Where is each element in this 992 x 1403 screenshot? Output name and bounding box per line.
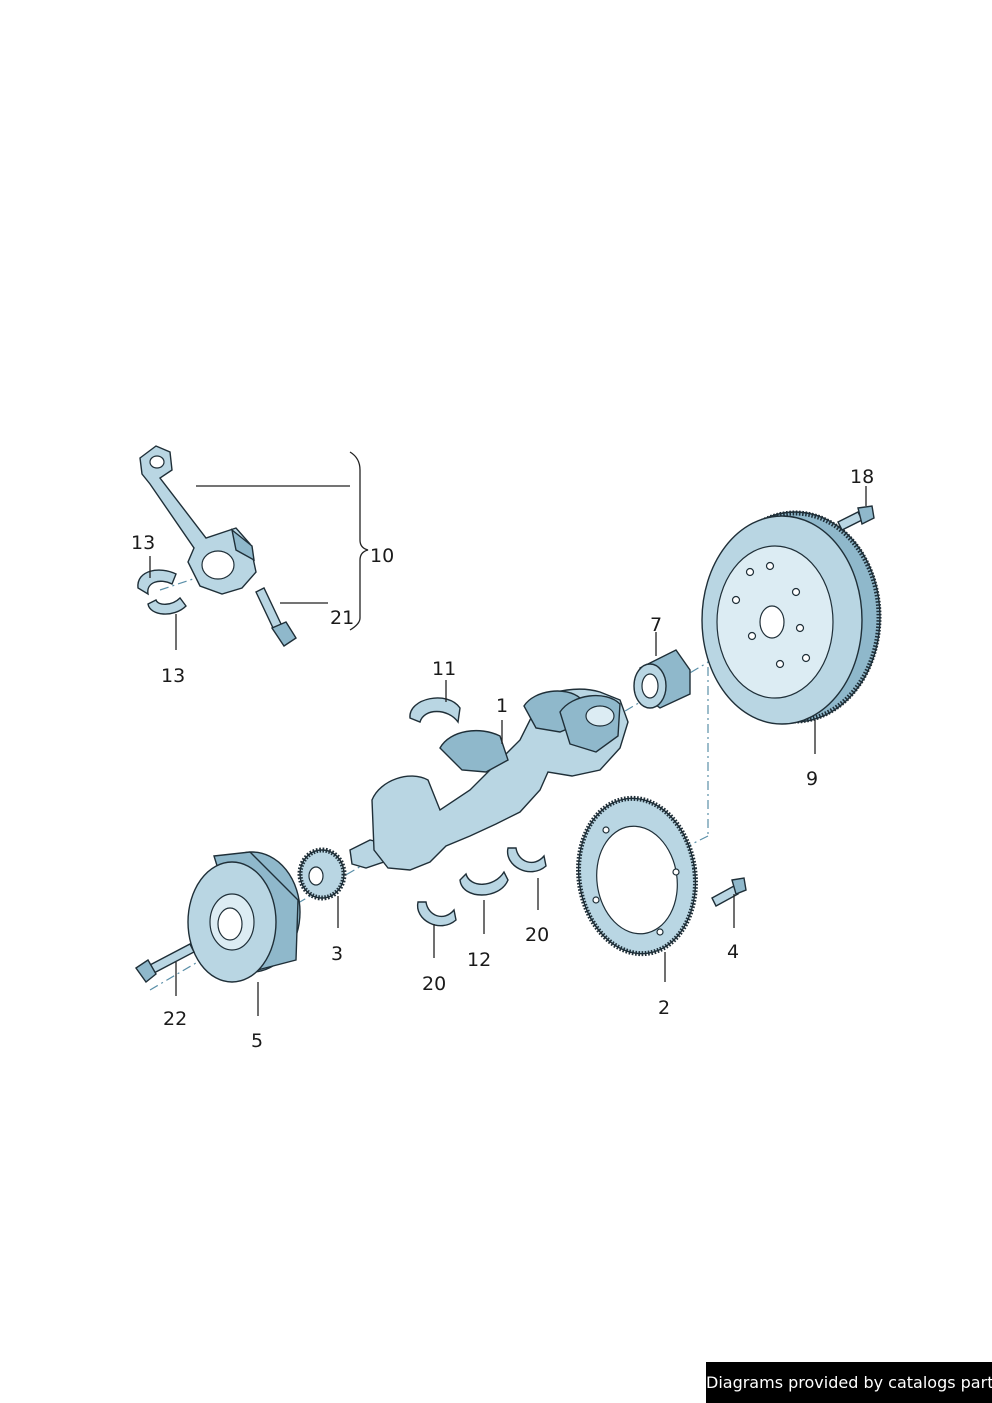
credit-banner: Diagrams provided by catalogs parts xyxy=(706,1362,992,1403)
callout-1: 1 xyxy=(496,695,508,717)
thrust-washer-right xyxy=(507,847,547,873)
callout-4: 4 xyxy=(727,941,739,963)
main-bearing-shell-upper xyxy=(409,697,461,724)
callout-20-right: 20 xyxy=(525,924,549,946)
callout-13-top: 13 xyxy=(131,532,155,554)
callout-20-left: 20 xyxy=(422,973,446,995)
main-bearing-shell-lower xyxy=(459,870,509,896)
callout-11: 11 xyxy=(432,658,456,680)
callout-labels: 1 2 3 4 5 7 9 10 11 12 13 13 18 20 20 21… xyxy=(131,466,874,1052)
callout-10: 10 xyxy=(370,545,394,567)
callout-13-bottom: 13 xyxy=(161,665,185,687)
drive-plate xyxy=(576,795,698,957)
callout-12: 12 xyxy=(467,949,491,971)
flywheel xyxy=(701,510,882,725)
flywheel-bolt xyxy=(837,505,875,531)
conrod-bolt xyxy=(255,587,297,647)
callout-9: 9 xyxy=(806,768,818,790)
callout-21: 21 xyxy=(330,607,354,629)
callout-3: 3 xyxy=(331,943,343,965)
crankshaft-sprocket xyxy=(297,847,347,901)
pilot-bushing xyxy=(633,649,691,709)
crankshaft xyxy=(349,688,629,871)
pulley-bolt xyxy=(135,943,195,984)
callout-2: 2 xyxy=(658,997,670,1019)
drive-plate-bolt xyxy=(711,877,747,907)
conrod-bearing-shells xyxy=(137,569,187,615)
vibration-damper-pulley xyxy=(187,851,301,983)
callout-7: 7 xyxy=(650,614,662,636)
callout-18: 18 xyxy=(850,466,874,488)
callout-5: 5 xyxy=(251,1030,263,1052)
thrust-washer-left xyxy=(417,901,457,927)
leader-lines xyxy=(149,451,867,1016)
connecting-rod xyxy=(139,445,257,595)
callout-22: 22 xyxy=(163,1008,187,1030)
